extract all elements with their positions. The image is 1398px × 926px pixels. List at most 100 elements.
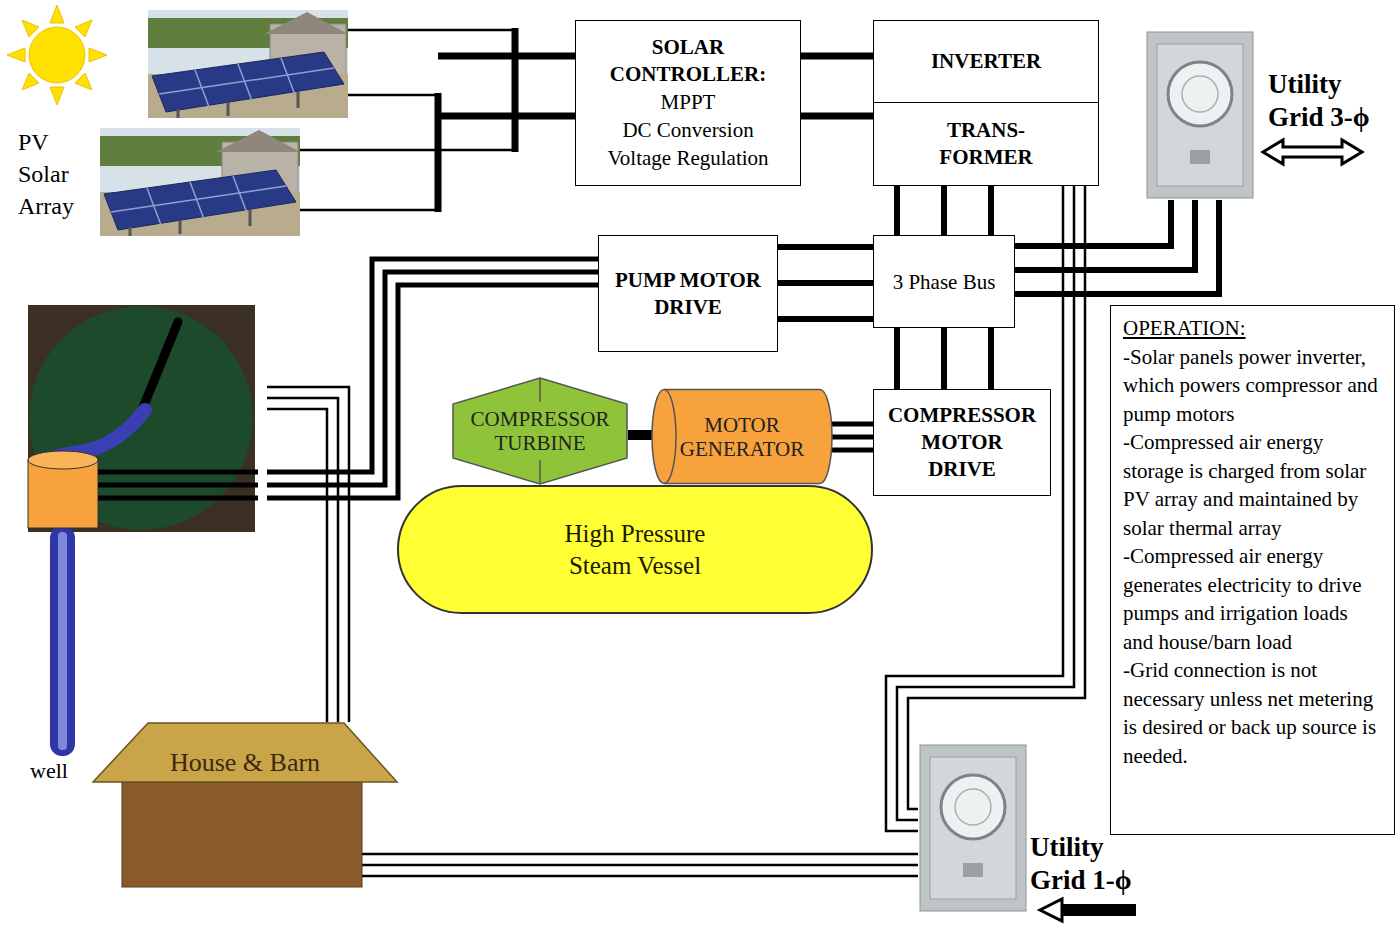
connector-line — [778, 280, 873, 286]
connector-line — [941, 186, 947, 235]
node-label: Utility Grid 3-ϕ — [1268, 68, 1390, 134]
connector — [267, 387, 349, 722]
pump-wires — [98, 472, 258, 498]
connector-line — [398, 853, 918, 856]
bus-box: 3 Phase Bus — [873, 235, 1015, 328]
pump-handle — [142, 322, 178, 410]
pump-body — [28, 460, 98, 528]
utility-meter: Utility Grid 1-ϕ — [918, 743, 1152, 913]
connector-line — [801, 113, 873, 120]
sun-disc — [29, 27, 85, 83]
node-label: -Compressed air energy storage is charge… — [1123, 428, 1382, 542]
node-label: SOLAR CONTROLLER: — [610, 34, 766, 88]
connector-line — [832, 448, 873, 453]
connector-line — [1015, 200, 1219, 294]
node-label: PUMP MOTOR DRIVE — [605, 267, 771, 321]
connector-line — [267, 409, 327, 722]
connector-line — [628, 430, 652, 440]
connector-line — [1015, 200, 1195, 270]
connector-line — [894, 186, 900, 235]
meter-photo — [920, 745, 1026, 911]
well-pipe-highlight — [58, 532, 67, 750]
pump-top — [28, 451, 98, 469]
connector-line — [398, 864, 918, 867]
connector-line — [1015, 200, 1171, 246]
connector-line — [438, 113, 575, 120]
process-box: COMPRESSOR MOTOR DRIVE — [873, 389, 1051, 496]
process-box: INVERTER — [873, 20, 1099, 103]
hexagon-outline — [453, 378, 627, 484]
connector-line — [988, 328, 994, 389]
connector-line — [832, 435, 873, 440]
pv-array: PV Solar Array — [15, 8, 438, 240]
node-label: -Grid connection is not necessary unless… — [1123, 656, 1382, 770]
well-pipe — [50, 526, 75, 756]
connector — [801, 56, 873, 116]
connector-line — [988, 186, 994, 235]
process-box: PUMP MOTOR DRIVE — [598, 235, 778, 352]
node-label: COMPRESSOR MOTOR DRIVE — [888, 402, 1036, 483]
node-label: House & Barn — [92, 748, 398, 778]
bidirectional-arrow — [1263, 140, 1362, 164]
node-label: INVERTER — [931, 48, 1041, 75]
connector — [897, 328, 991, 389]
house-roof — [93, 723, 397, 782]
well-pump: well — [25, 300, 267, 790]
cylinder-face — [664, 390, 676, 484]
connector-line — [778, 244, 873, 250]
connector — [398, 854, 918, 876]
connector — [778, 247, 873, 319]
connector-line — [438, 53, 575, 60]
pump-pipe — [58, 410, 145, 456]
node-label: Voltage Regulation — [607, 144, 768, 172]
node-label: -Compressed air energy generates electri… — [1123, 542, 1382, 656]
storage-vessel: High Pressure Steam Vessel — [397, 485, 873, 614]
arrow-shaft — [1062, 904, 1136, 916]
connector — [438, 56, 575, 116]
cylinder-outline — [652, 390, 832, 484]
note-box: OPERATION:-Solar panels power inverter, … — [1110, 305, 1395, 835]
node-label: OPERATION: — [1123, 314, 1382, 343]
node-label: High Pressure Steam Vessel — [545, 518, 725, 582]
house-body — [122, 782, 362, 887]
node-label: TRANS- FORMER — [939, 117, 1032, 171]
connector — [897, 186, 991, 235]
connector-line — [398, 875, 918, 878]
turbine-hexagon: COMPRESSOR TURBINE — [452, 377, 628, 485]
house-shape-graphic — [92, 722, 398, 888]
node-label: DC Conversion — [622, 116, 753, 144]
connector — [886, 186, 1085, 831]
connector-line — [886, 186, 1063, 831]
node-label: Utility Grid 1-ϕ — [1030, 831, 1152, 897]
meter-photo — [1147, 32, 1253, 198]
utility-meter: Utility Grid 3-ϕ — [1145, 30, 1392, 200]
solar-panel-photo — [100, 128, 300, 236]
connector — [832, 424, 873, 450]
connector-line — [801, 53, 873, 60]
node-label: COMPRESSOR TURBINE — [471, 407, 610, 455]
connector-line — [267, 398, 338, 722]
arrow-head — [1040, 899, 1062, 921]
connector-line — [832, 422, 873, 427]
process-box: TRANS- FORMER — [873, 102, 1099, 186]
node-label: -Solar panels power inverter, which powe… — [1123, 343, 1382, 429]
connector-line — [894, 328, 900, 389]
node-label: PV Solar Array — [18, 126, 74, 222]
process-box: SOLAR CONTROLLER:MPPTDC ConversionVoltag… — [575, 20, 801, 186]
node-label: 3 Phase Bus — [893, 268, 996, 296]
connector-line — [941, 328, 947, 389]
house-wires — [362, 854, 398, 876]
vessel-outline — [398, 486, 872, 613]
generator-cylinder: MOTOR GENERATOR — [652, 388, 832, 485]
connector — [1015, 200, 1219, 294]
connector — [628, 435, 652, 436]
connector-line — [267, 387, 349, 722]
storage-vessel-graphic — [397, 485, 873, 614]
node-label: MOTOR GENERATOR — [680, 413, 804, 461]
connector-line — [778, 316, 873, 322]
node-label: MPPT — [661, 88, 716, 116]
sun-rays — [7, 5, 107, 105]
house-shape: House & Barn — [92, 722, 398, 888]
